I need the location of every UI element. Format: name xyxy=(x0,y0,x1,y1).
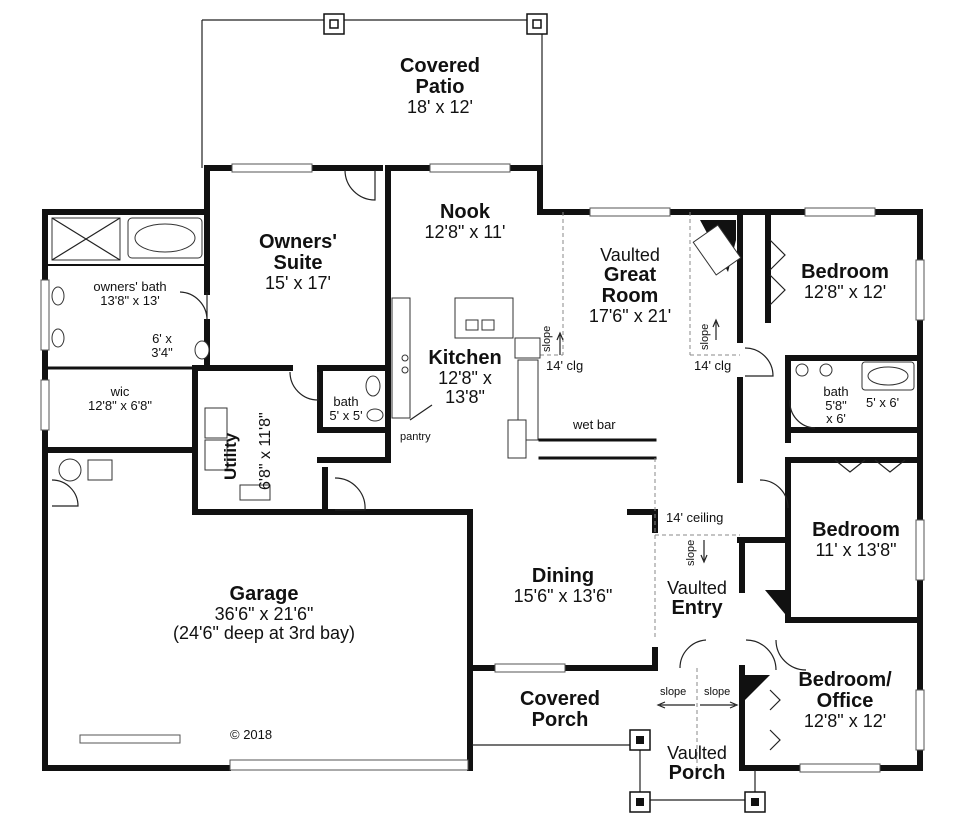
small-closet-line-2: 3'4" xyxy=(151,344,173,360)
vaulted-porch-name: Porch xyxy=(668,761,726,784)
slope-label-fireplace: slope xyxy=(699,323,711,350)
owners-bath-dims: 13'8" x 13' xyxy=(100,292,160,308)
porch-posts xyxy=(472,729,766,813)
garage-openings xyxy=(58,458,469,771)
covered-porch-label: Covered Porch xyxy=(520,689,600,731)
great-room-label: Vaulted Great Room 17'6" x 21' xyxy=(589,246,671,326)
bath-2-name: bath xyxy=(823,384,849,399)
ceiling-left-label: 14' clg xyxy=(546,358,584,373)
covered-patio-name-1: Covered xyxy=(399,55,481,77)
bath-small-name: bath xyxy=(333,394,359,409)
great-room-prefix: Vaulted xyxy=(600,245,660,265)
bedroom-2-label: Bedroom 11' x 13'8" xyxy=(812,520,900,560)
garage-dims: 36'6" x 21'6" xyxy=(214,604,314,624)
utility-dims-label: 6'8" x 11'8" xyxy=(257,390,275,490)
utility-fixtures xyxy=(204,407,271,501)
entry-prefix: Vaulted xyxy=(667,578,727,598)
kitchen-label: Kitchen 12'8" x 13'8" xyxy=(428,348,501,407)
office-corner xyxy=(745,675,770,700)
slope-label-porch-right: slope xyxy=(704,686,731,698)
slope-label-entry: slope xyxy=(685,539,697,566)
copyright-label: © 2018 xyxy=(230,727,273,742)
dining-dims: 15'6" x 13'6" xyxy=(513,586,613,606)
garage-name: Garage xyxy=(229,583,299,605)
entry-corner xyxy=(765,590,790,620)
covered-patio-label: Covered Patio 18' x 12' xyxy=(400,56,480,117)
wic-dims: 12'8" x 6'8" xyxy=(87,397,153,413)
owners-bath-name: owners' bath xyxy=(93,279,167,294)
nook-name: Nook xyxy=(439,201,490,223)
bedroom-1-name: Bedroom xyxy=(801,261,889,283)
pantry-label: pantry xyxy=(400,431,431,443)
wet-bar-label: wet bar xyxy=(573,417,616,432)
great-room-name-1: Great xyxy=(603,263,657,286)
dining-label: Dining 15'6" x 13'6" xyxy=(514,566,613,606)
interior-walls xyxy=(42,165,923,671)
bath-2-label: bath 5'8" x 6' xyxy=(823,385,848,426)
owners-suite-dims: 15' x 17' xyxy=(265,273,331,293)
owners-suite-label: Owners' Suite 15' x 17' xyxy=(259,232,337,293)
bedroom-office-name-2: Office xyxy=(816,690,874,712)
garage-note: (24'6" deep at 3rd bay) xyxy=(173,622,355,643)
covered-patio-name-2: Patio xyxy=(415,76,465,98)
owners-suite-name-2: Suite xyxy=(273,252,323,274)
dining-name: Dining xyxy=(531,565,595,587)
bedroom-2-name: Bedroom xyxy=(812,519,900,541)
utility-dims: 6'8" x 11'8" xyxy=(257,412,274,490)
great-room-name-2: Room xyxy=(601,284,659,307)
slope-label-great-room: slope xyxy=(541,325,553,352)
kitchen-dims-2: 13'8" xyxy=(445,386,485,407)
wic-label: wic 12'8" x 6'8" xyxy=(88,385,152,412)
wic-name: wic xyxy=(110,384,130,399)
dashed-dividers xyxy=(540,212,740,780)
bedroom-office-label: Bedroom/ Office 12'8" x 12' xyxy=(798,670,891,731)
slope-arrows xyxy=(556,318,739,709)
garage-label: Garage 36'6" x 21'6" (24'6" deep at 3rd … xyxy=(173,584,355,643)
utility-name: Utility xyxy=(221,432,240,480)
kitchen-dims-1: 12'8" x xyxy=(438,368,492,388)
covered-patio-outline xyxy=(201,13,548,168)
ceiling-right-label: 14' clg xyxy=(694,358,732,373)
tub-dims-label: 5' x 6' xyxy=(866,395,900,410)
closet-doors xyxy=(769,239,906,751)
bath-small-label: bath 5' x 5' xyxy=(329,395,362,422)
owners-bath-label: owners' bath 13'8" x 13' xyxy=(93,280,166,307)
utility-label: Utility xyxy=(221,400,241,480)
small-closet-label: 6' x 3'4" xyxy=(151,332,173,359)
vaulted-porch-prefix: Vaulted xyxy=(667,743,727,763)
owners-suite-name-1: Owners' xyxy=(258,231,338,253)
small-closet-line-1: 6' x xyxy=(152,331,172,346)
covered-porch-name-2: Porch xyxy=(531,709,589,731)
bath-fixtures xyxy=(51,217,915,422)
covered-porch-name-1: Covered xyxy=(519,688,601,710)
nook-label: Nook 12'8" x 11' xyxy=(425,202,506,242)
vaulted-porch-label: Vaulted Porch xyxy=(667,744,727,784)
kitchen-name: Kitchen xyxy=(428,347,502,369)
bedroom-office-name-1: Bedroom/ xyxy=(798,669,892,691)
fireplace xyxy=(692,220,742,276)
bedroom-1-dims: 12'8" x 12' xyxy=(803,282,887,302)
kitchen-fixtures xyxy=(391,297,541,459)
entry-label: Vaulted Entry xyxy=(667,579,727,619)
bath-small-dims: 5' x 5' xyxy=(329,407,363,423)
great-room-dims: 17'6" x 21' xyxy=(588,305,672,326)
nook-dims: 12'8" x 11' xyxy=(424,222,506,242)
bath-2-dims-2: x 6' xyxy=(826,411,846,427)
bedroom-1-label: Bedroom 12'8" x 12' xyxy=(801,262,889,302)
covered-patio-dims: 18' x 12' xyxy=(407,97,473,117)
slope-label-porch-left: slope xyxy=(660,686,687,698)
entry-name: Entry xyxy=(671,596,723,619)
bedroom-2-dims: 11' x 13'8" xyxy=(815,540,897,560)
bath-2-dims-1: 5'8" xyxy=(825,397,847,413)
doors xyxy=(51,169,816,671)
ceiling-entry-label: 14' ceiling xyxy=(666,510,724,525)
windows xyxy=(40,163,925,773)
bedroom-office-dims: 12'8" x 12' xyxy=(803,711,887,731)
